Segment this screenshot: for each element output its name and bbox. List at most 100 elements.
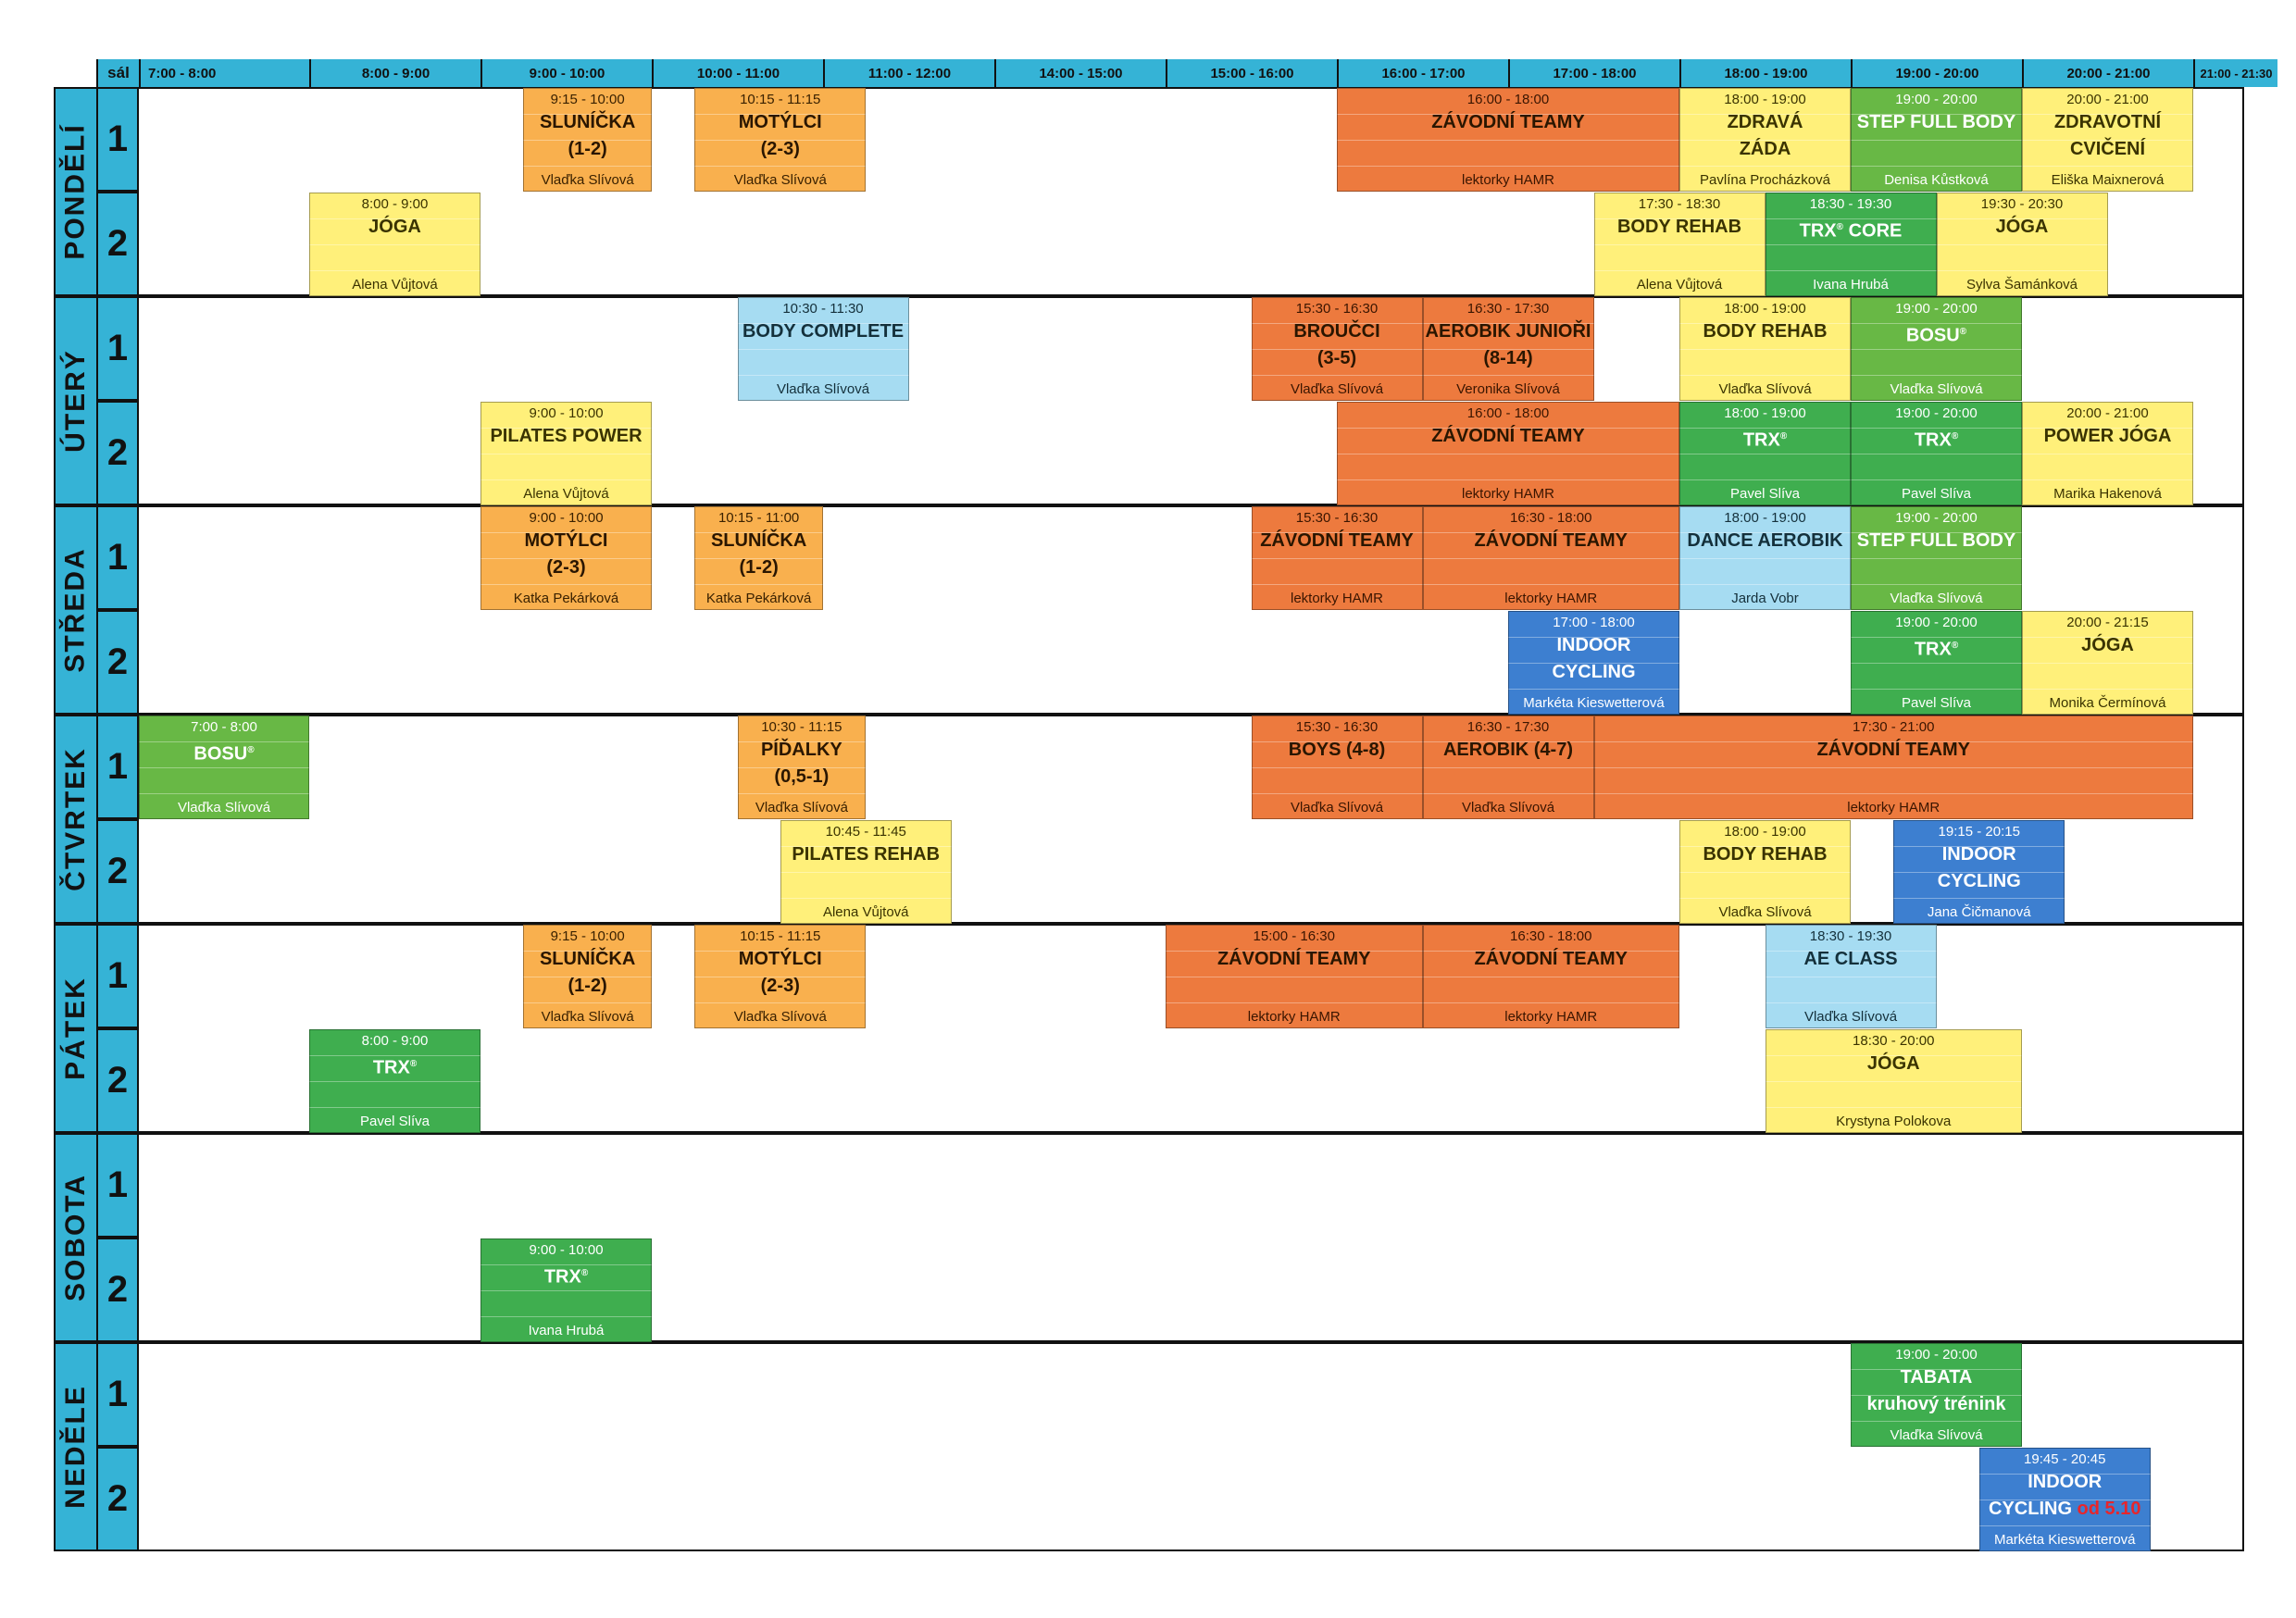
class-time: 10:15 - 11:15 [740,92,821,107]
class-instructor: lektorky HAMR [1847,800,1940,815]
room-number: 2 [96,192,139,296]
time-slot-header: 16:00 - 17:00 [1337,59,1508,87]
class-instructor: Vlaďka Slívová [1718,381,1812,397]
class-name: ZDRAVÁ ZÁDA [1727,112,1803,159]
class-instructor: Sylva Šamánková [1965,277,2078,292]
class-instructor: lektorky HAMR [1504,1009,1598,1025]
class-name: BODY REHAB [1703,321,1828,342]
class-instructor: Vlaďka Slívová [733,172,827,188]
class-instructor: Eliška Maixnerová [2051,172,2165,188]
class-time: 19:00 - 20:00 [1895,405,1978,421]
class-instructor: Denisa Kůstková [1884,172,1989,188]
class-name: MOTÝLCI (2-3) [738,112,822,159]
class-time: 10:45 - 11:45 [825,824,906,840]
class-instructor: Vlaďka Slívová [1890,1427,1983,1443]
class-instructor: Vlaďka Slívová [1290,800,1384,815]
room-number: 1 [96,715,139,819]
class-instructor: Alena Vůjtová [1636,277,1723,292]
class-instructor: Krystyna Polokova [1836,1114,1952,1129]
time-slot-header: 7:00 - 8:00 [139,59,309,87]
class-time: 17:30 - 21:00 [1853,719,1935,735]
class-instructor: Vlaďka Slívová [177,800,271,815]
class-name: AEROBIK JUNIOŘI (8-14) [1425,321,1591,368]
class-time: 19:45 - 20:45 [2024,1451,2106,1467]
class-time: 16:00 - 18:00 [1466,405,1550,421]
class-name: BROUČCI (3-5) [1293,321,1380,368]
class-name: SLUNÍČKA (1-2) [710,530,807,578]
time-slot-header: 21:00 - 21:30 [2193,59,2277,87]
class-time: 17:00 - 18:00 [1553,615,1635,630]
class-time: 7:00 - 8:00 [191,719,257,735]
class-time: 19:00 - 20:00 [1895,615,1978,630]
class-name: ZDRAVOTNÍ CVIČENÍ [2053,112,2162,159]
class-time: 20:00 - 21:00 [2066,405,2149,421]
day-name: PONDĚLÍ [60,123,92,260]
class-time: 9:15 - 10:00 [550,928,625,944]
class-instructor: Pavlína Procházková [1700,172,1830,188]
class-instructor: Pavel Slíva [359,1114,430,1129]
class-instructor: Vlaďka Slívová [1718,904,1812,920]
class-time: 20:00 - 21:15 [2066,615,2149,630]
class-name: AEROBIK (4-7) [1442,740,1573,760]
class-name: ZÁVODNÍ TEAMY [1474,949,1628,969]
class-time: 16:30 - 17:30 [1466,301,1550,317]
time-slot-header: 20:00 - 21:00 [2022,59,2193,87]
class-time: 18:30 - 19:30 [1809,928,1892,944]
class-time: 16:00 - 18:00 [1466,92,1550,107]
class-time: 19:30 - 20:30 [1980,196,2064,212]
class-name: AE CLASS [1803,949,1898,969]
class-time: 10:15 - 11:00 [718,510,800,526]
class-name: BOSU® [193,743,255,765]
class-instructor: lektorky HAMR [1247,1009,1341,1025]
time-slot-header: 15:00 - 16:00 [1166,59,1337,87]
class-instructor: Vlaďka Slívová [541,1009,634,1025]
